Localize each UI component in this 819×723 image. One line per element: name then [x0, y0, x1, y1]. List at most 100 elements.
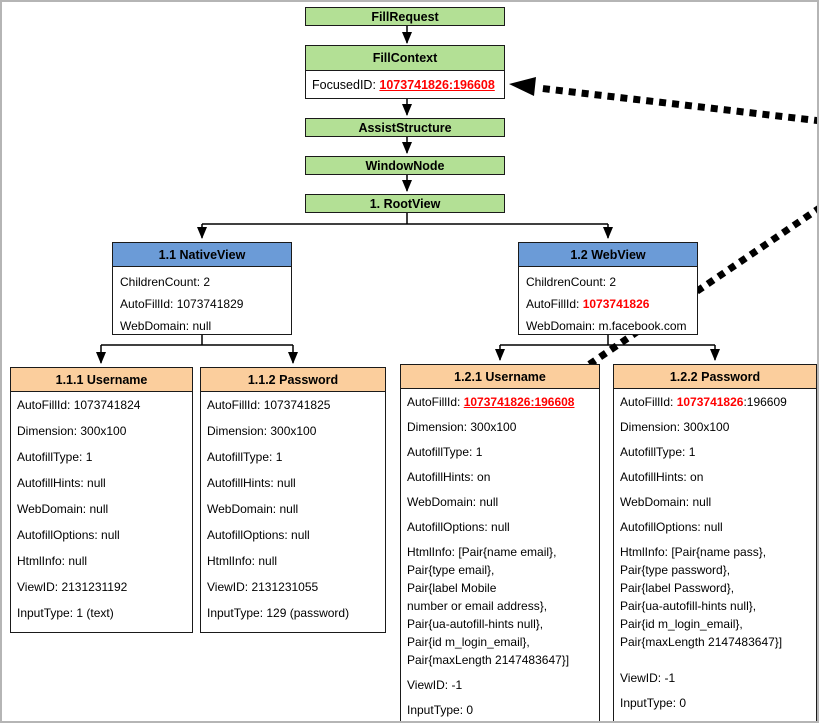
field-html-info: HtmlInfo: [Pair{name pass}, Pair{type pa…	[620, 543, 810, 651]
field-input-type: InputType: 1 (text)	[17, 606, 114, 620]
field-view-id: ViewID: -1	[407, 678, 463, 692]
node-webview-body: ChildrenCount: 2 AutoFillId: 1073741826 …	[519, 267, 697, 341]
field-dimension: Dimension: 300x100	[207, 424, 317, 438]
html-info-line: number or email address},	[407, 599, 548, 613]
field-dimension: Dimension: 300x100	[407, 420, 517, 434]
leaf-1-1-1-header: 1.1.1 Username	[11, 368, 192, 392]
field-web-domain: WebDomain: null	[620, 495, 712, 509]
field-autofill-id-label: AutoFillId:	[407, 395, 464, 409]
field-autofill-id: AutoFillId: 1073741826:196609	[620, 393, 810, 411]
node-leaf-1-2-2-password: 1.2.2 Password AutoFillId: 1073741826:19…	[613, 364, 817, 721]
leaf-1-2-2-title: 1.2.2 Password	[669, 369, 761, 384]
node-nativeview-header: 1.1 NativeView	[113, 243, 291, 267]
html-info-line: HtmlInfo: [Pair{name pass},	[620, 545, 767, 559]
leaf-1-1-1-body: AutoFillId: 1073741824 Dimension: 300x10…	[11, 392, 192, 634]
focused-id-value-link[interactable]: 1073741826:196608	[379, 78, 495, 92]
field-input-type: InputType: 0	[407, 703, 474, 717]
html-info-line: HtmlInfo: [Pair{name email},	[407, 545, 557, 559]
field-view-id: ViewID: -1	[620, 671, 676, 685]
field-autofill-id-label: AutoFillId:	[620, 395, 677, 409]
field-autofill-type: AutofillType: 1	[620, 445, 696, 459]
field-autofill-id: AutoFillId: 1073741825	[207, 398, 331, 412]
field-autofill-id: AutoFillId: 1073741829	[120, 297, 244, 311]
field-autofill-options: AutofillOptions: null	[207, 528, 310, 542]
field-input-type: InputType: 129 (password)	[207, 606, 350, 620]
field-web-domain: WebDomain: null	[407, 495, 499, 509]
field-autofill-type: AutofillType: 1	[207, 450, 283, 464]
node-fillrequest: FillRequest	[305, 7, 505, 26]
field-autofill-hints: AutofillHints: on	[407, 470, 491, 484]
html-info-line: Pair{label Mobile	[407, 581, 497, 595]
field-autofill-id: AutoFillId: 1073741826:196608	[407, 393, 593, 411]
field-autofill-type: AutofillType: 1	[17, 450, 93, 464]
field-autofill-id-label: AutoFillId:	[526, 297, 583, 311]
node-fillcontext: FillContext FocusedID: 1073741826:196608	[305, 45, 505, 99]
field-autofill-hints: AutofillHints: null	[17, 476, 106, 490]
leaf-1-2-1-body: AutoFillId: 1073741826:196608 Dimension:…	[401, 389, 599, 721]
field-children-count: ChildrenCount: 2	[526, 275, 617, 289]
field-dimension: Dimension: 300x100	[620, 420, 730, 434]
node-rootview-label: 1. RootView	[369, 196, 441, 211]
node-nativeview: 1.1 NativeView ChildrenCount: 2 AutoFill…	[112, 242, 292, 335]
field-autofill-id-suffix: :196609	[743, 395, 787, 409]
html-info-line: Pair{maxLength 2147483647}]	[620, 635, 783, 649]
html-info-line: Pair{id m_login_email},	[620, 617, 743, 631]
leaf-1-1-2-header: 1.1.2 Password	[201, 368, 385, 392]
leaf-1-1-2-title: 1.1.2 Password	[247, 372, 339, 387]
node-fillcontext-header: FillContext	[306, 46, 504, 71]
field-web-domain: WebDomain: m.facebook.com	[526, 319, 687, 333]
field-autofill-options: AutofillOptions: null	[407, 520, 510, 534]
field-autofill-type: AutofillType: 1	[407, 445, 483, 459]
field-autofill-hints: AutofillHints: null	[207, 476, 296, 490]
field-autofill-id-value-link[interactable]: 1073741826:196608	[463, 395, 575, 409]
field-autofill-id: AutoFillId: 1073741824	[17, 398, 141, 412]
node-webview: 1.2 WebView ChildrenCount: 2 AutoFillId:…	[518, 242, 698, 335]
dashed-arrow-to-focusedid-line	[537, 84, 817, 125]
field-html-info: HtmlInfo: null	[207, 554, 278, 568]
leaf-1-1-2-body: AutoFillId: 1073741825 Dimension: 300x10…	[201, 392, 385, 634]
html-info-line: Pair{ua-autofill-hints null},	[620, 599, 757, 613]
field-autofill-id-value: 1073741826	[676, 395, 744, 409]
leaf-1-2-2-body: AutoFillId: 1073741826:196609 Dimension:…	[614, 389, 816, 721]
field-autofill-id: AutoFillId: 1073741826	[526, 293, 690, 315]
field-input-type: InputType: 0	[620, 696, 687, 710]
node-webview-header: 1.2 WebView	[519, 243, 697, 267]
node-leaf-1-1-1-username: 1.1.1 Username AutoFillId: 1073741824 Di…	[10, 367, 193, 633]
field-html-info: HtmlInfo: null	[17, 554, 88, 568]
field-autofill-options: AutofillOptions: null	[620, 520, 723, 534]
field-view-id: ViewID: 2131231192	[17, 580, 128, 594]
field-web-domain: WebDomain: null	[207, 502, 299, 516]
node-leaf-1-2-1-username: 1.2.1 Username AutoFillId: 1073741826:19…	[400, 364, 600, 721]
focused-id-row: FocusedID: 1073741826:196608	[306, 71, 504, 100]
leaf-1-2-2-header: 1.2.2 Password	[614, 365, 816, 389]
field-web-domain: WebDomain: null	[17, 502, 109, 516]
html-info-line: Pair{maxLength 2147483647}]	[407, 653, 570, 667]
html-info-line: Pair{type password},	[620, 563, 731, 577]
field-autofill-options: AutofillOptions: null	[17, 528, 120, 542]
node-fillcontext-label: FillContext	[372, 51, 438, 65]
field-view-id: ViewID: 2131231055	[207, 580, 319, 594]
focused-id-label: FocusedID:	[312, 78, 380, 92]
field-autofill-hints: AutofillHints: on	[620, 470, 704, 484]
field-dimension: Dimension: 300x100	[17, 424, 127, 438]
node-rootview: 1. RootView	[305, 194, 505, 213]
field-children-count: ChildrenCount: 2	[120, 275, 211, 289]
node-windownode: WindowNode	[305, 156, 505, 175]
field-autofill-id-value: 1073741826	[582, 297, 650, 311]
html-info-line: Pair{type email},	[407, 563, 495, 577]
dashed-arrow-to-focusedid-head	[509, 77, 536, 96]
node-nativeview-body: ChildrenCount: 2 AutoFillId: 1073741829 …	[113, 267, 291, 341]
node-windownode-label: WindowNode	[365, 158, 445, 173]
node-assiststructure-label: AssistStructure	[358, 120, 452, 135]
html-info-line: Pair{id m_login_email},	[407, 635, 530, 649]
leaf-1-2-1-header: 1.2.1 Username	[401, 365, 599, 389]
node-fillrequest-label: FillRequest	[371, 9, 439, 24]
node-assiststructure: AssistStructure	[305, 118, 505, 137]
node-nativeview-title: 1.1 NativeView	[158, 247, 246, 262]
field-html-info: HtmlInfo: [Pair{name email}, Pair{type e…	[407, 543, 593, 669]
html-info-line: Pair{label Password},	[620, 581, 735, 595]
leaf-1-2-1-title: 1.2.1 Username	[454, 369, 546, 384]
html-info-line: Pair{ua-autofill-hints null},	[407, 617, 544, 631]
leaf-1-1-1-title: 1.1.1 Username	[55, 372, 148, 387]
